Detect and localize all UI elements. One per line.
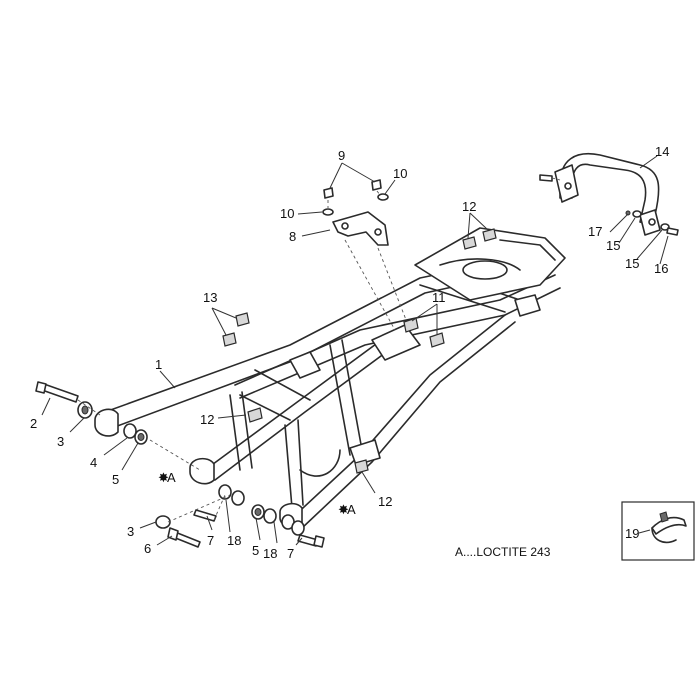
cable-tie-inset (621, 501, 695, 561)
callout-13: 13 (203, 290, 217, 305)
loctite-legend: A....LOCTITE 243 (455, 545, 551, 559)
callout-6: 6 (144, 541, 151, 556)
callout-10-left: 10 (280, 206, 294, 221)
grab-handle-assembly (539, 153, 679, 236)
callout-14: 14 (655, 144, 669, 159)
loctite-mark-a-left: A (167, 470, 176, 485)
callout-16: 16 (654, 261, 668, 276)
callout-12-top: 12 (462, 199, 476, 214)
callout-8: 8 (289, 229, 296, 244)
callout-4: 4 (90, 455, 97, 470)
callout-5-left: 5 (112, 472, 119, 487)
callout-11: 11 (432, 290, 446, 305)
callout-15-upper: 15 (606, 238, 620, 253)
callout-2: 2 (30, 416, 37, 431)
callout-17: 17 (588, 224, 602, 239)
callout-15-lower: 15 (625, 256, 639, 271)
callout-12-bottom: 12 (378, 494, 392, 509)
rear-subframe (94, 227, 566, 529)
bracket-assembly (322, 179, 411, 331)
callout-3-top: 3 (57, 434, 64, 449)
loctite-drop-icon: ✸ (338, 502, 349, 517)
clip-nuts (222, 228, 497, 474)
callout-12-mid: 12 (200, 412, 214, 427)
callout-7-left: 7 (207, 533, 214, 548)
callout-18-left: 18 (227, 533, 241, 548)
callout-labels: 1 2 3 4 5 3 6 7 18 5 18 7 8 9 10 10 11 1… (30, 144, 669, 561)
loctite-drop-icon: ✸ (158, 470, 169, 485)
callout-3-bottom: 3 (127, 524, 134, 539)
callout-7-right: 7 (287, 546, 294, 561)
fasteners (35, 381, 325, 548)
callout-18-right: 18 (263, 546, 277, 561)
callout-1: 1 (155, 357, 162, 372)
callout-19: 19 (625, 526, 639, 541)
callout-5-right: 5 (252, 543, 259, 558)
callout-10-right: 10 (393, 166, 407, 181)
callout-9: 9 (338, 148, 345, 163)
loctite-mark-a-right: A (347, 502, 356, 517)
leader-lines (41, 155, 669, 546)
